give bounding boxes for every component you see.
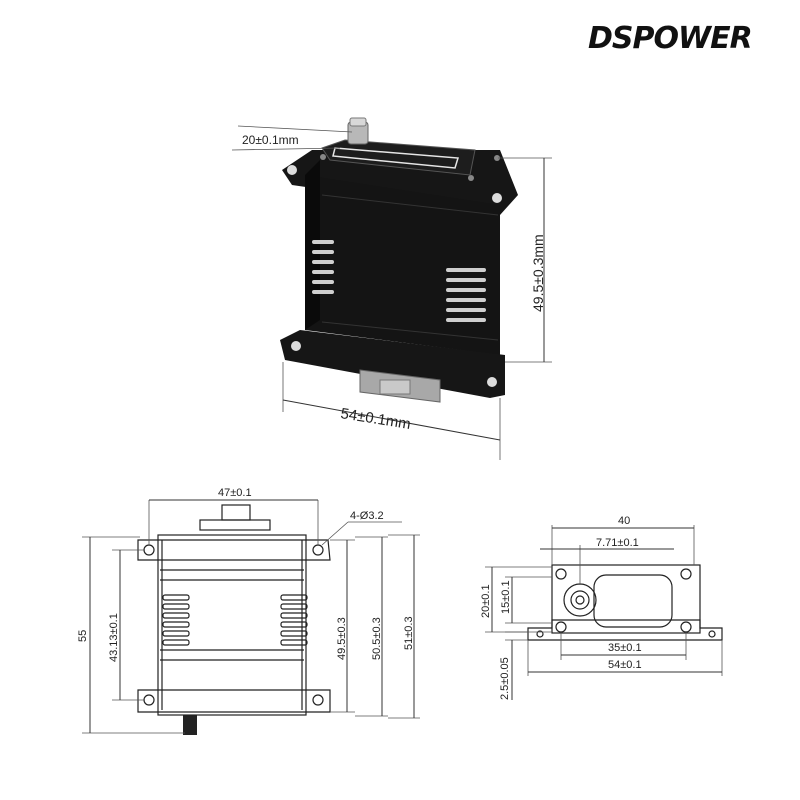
body-seam [321,321,499,341]
tv-hole [680,568,692,580]
body-seam [321,194,499,216]
dim-fv-hole-spacing: 47±0.1 [148,487,319,545]
fv-holes-label: 4-Ø3.2 [350,510,384,522]
fv-body [157,534,307,716]
fv-horn-base [199,519,271,531]
dim-fv-body: 49.5±0.3 [330,539,355,713]
tv-hole [555,568,567,580]
tv-depth-label: 40 [618,515,630,527]
fv-hole [312,694,324,706]
top-view-drawing [527,564,723,641]
bottom-flange [280,330,505,398]
top-plate-trim [332,147,459,169]
connector-nut [379,379,411,395]
cooling-fins-left [312,240,334,294]
fv-connector [183,715,197,735]
tv-body [551,564,701,634]
fv-hole [143,544,155,556]
dim-photo-horn: 20±0.1mm [231,125,353,151]
tv-hole [555,621,567,633]
body-side [305,160,320,330]
tv-spline-outer [563,583,597,617]
flange-hole [468,175,474,181]
dim-horn-label: 20±0.1mm [242,133,299,147]
dim-tv-depth: 40 [551,515,695,565]
tv-hole-spacing-label: 35±0.1 [608,642,642,654]
tv-spline-inner [575,595,585,605]
dim-tv-offset: 7.71±0.1 [540,537,674,585]
fv-hole-spacing-label: 47±0.1 [218,487,252,499]
dim-fv-mid: 50.5±0.3 [355,536,388,717]
dim-tv-width-15: 15±0.1 [500,576,552,624]
servo-body [305,175,500,355]
dim-fv-inner: 43.13±0.1 [108,549,145,701]
fv-hole [312,544,324,556]
fv-outer-label: 51±0.3 [403,616,415,650]
tv-spline-mid [570,590,590,610]
cooling-fins-right [446,268,486,322]
fv-horn [221,504,251,521]
dim-tv-overall: 54±0.1 [527,640,723,676]
spline-top [349,117,367,127]
tv-tab-hole [536,630,544,638]
fv-flange-bottom [137,689,331,713]
flange-hole [494,155,500,161]
flange-hole [487,377,497,387]
flange-hole [287,165,297,175]
fv-flange-top [137,539,331,561]
tv-width15-label: 15±0.1 [500,580,512,614]
dim-fv-holes: 4-Ø3.2 [321,510,402,546]
fv-inner-label: 43.13±0.1 [108,613,120,662]
brand-logo: DSPOWER [588,21,753,54]
front-view-drawing [137,504,331,735]
dim-height-label: 49.5±0.3mm [530,234,546,312]
fv-fins-right [280,594,308,646]
fv-mid-label: 50.5±0.3 [371,617,383,660]
tv-hole [680,621,692,633]
fv-fins-left [162,594,190,646]
dim-tv-hole-spacing: 35±0.1 [560,632,687,660]
flange-hole [492,193,502,203]
flange-hole [291,341,301,351]
fv-total-label: 55 [77,630,89,642]
servo-photo [280,117,518,403]
dim-fv-outer: 51±0.3 [388,534,420,719]
tv-tab-label: 2.5±0.05 [499,657,511,700]
dim-width-label: 54±0.1mm [339,405,412,433]
flange-hole [320,154,326,160]
logo-text: DSPOWER [588,21,752,54]
fv-hole [143,694,155,706]
tv-width20-label: 20±0.1 [480,584,492,618]
tv-overall-label: 54±0.1 [608,659,642,671]
tv-tab-hole [708,630,716,638]
fv-body-label: 49.5±0.3 [336,617,348,660]
dim-photo-height: 49.5±0.3mm [498,157,552,363]
tv-offset-label: 7.71±0.1 [596,537,639,549]
tv-horn-slot [593,574,673,628]
dim-tv-tab: 2.5±0.05 [499,631,528,700]
dim-fv-total: 55 [77,536,185,734]
